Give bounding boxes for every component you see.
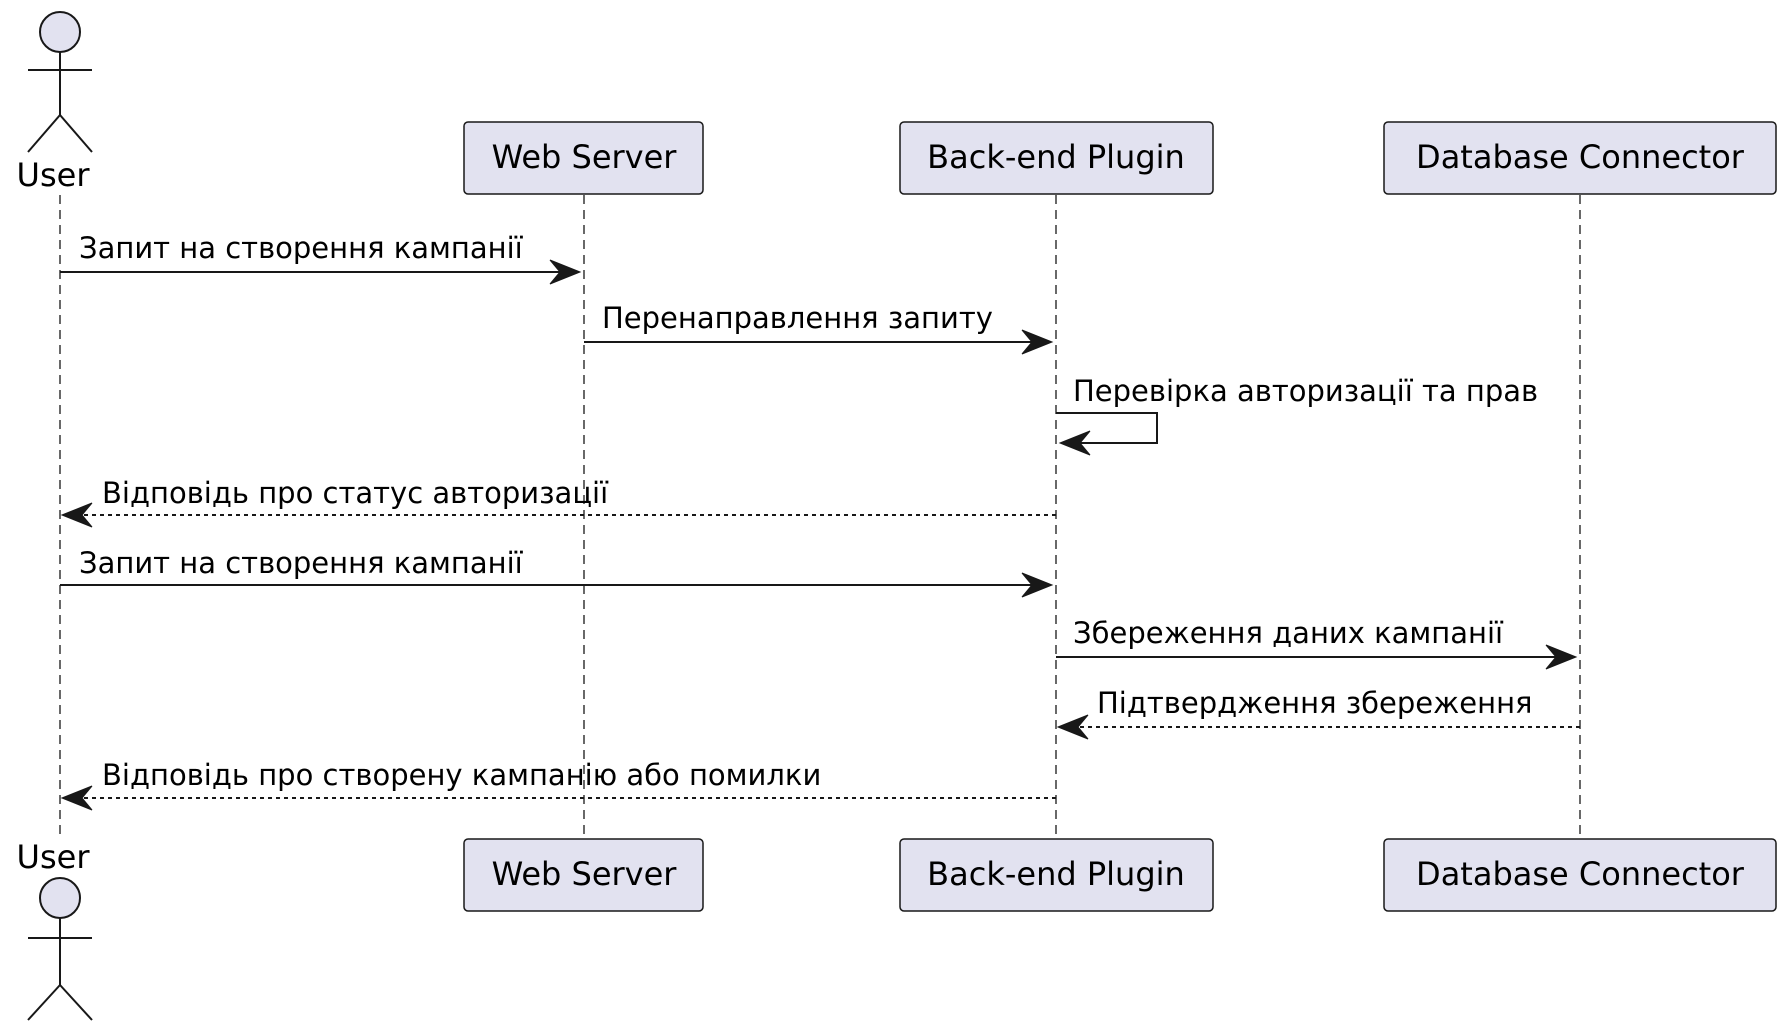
message-4: Відповідь про статус авторизації (60, 476, 1056, 528)
message-7: Підтвердження збереження (1056, 686, 1580, 740)
message-6: Збереження даних кампанії (1056, 616, 1578, 670)
participant-web-server-bottom-label: Web Server (492, 855, 678, 893)
participant-database-connector-bottom: Database Connector (1383, 838, 1777, 912)
participant-backend-plugin-top: Back-end Plugin (899, 121, 1214, 195)
arrow-left-icon (1058, 430, 1091, 456)
actor-user-top: User (17, 11, 93, 194)
participant-web-server-top-label: Web Server (492, 138, 678, 176)
arrow-right-icon (1021, 329, 1054, 355)
participant-database-connector-top-label: Database Connector (1416, 138, 1745, 176)
message-1-label: Запит на створення кампанії (79, 231, 524, 265)
actor-user-top-label: User (17, 156, 91, 194)
message-8-label: Відповідь про створену кампанію або поми… (102, 758, 821, 792)
participant-backend-plugin-bottom: Back-end Plugin (899, 838, 1214, 912)
message-6-label: Збереження даних кампанії (1073, 616, 1504, 650)
participant-database-connector-bottom-label: Database Connector (1416, 855, 1745, 893)
participant-web-server-bottom: Web Server (463, 838, 704, 912)
arrow-left-icon (60, 502, 93, 528)
arrow-right-icon (1545, 644, 1578, 670)
message-7-label: Підтвердження збереження (1097, 686, 1532, 720)
message-8: Відповідь про створену кампанію або поми… (60, 758, 1056, 811)
actor-user-bottom-head-icon (39, 877, 81, 919)
message-5: Запит на створення кампанії (60, 546, 1054, 598)
arrow-left-icon (1056, 714, 1089, 740)
participant-web-server-top: Web Server (463, 121, 704, 195)
arrow-right-icon (549, 259, 582, 285)
message-1: Запит на створення кампанії (60, 231, 582, 285)
message-2: Перенаправлення запиту (584, 301, 1054, 355)
actor-user-bottom: User (17, 838, 93, 1021)
participant-backend-plugin-bottom-label: Back-end Plugin (927, 855, 1185, 893)
message-2-label: Перенаправлення запиту (602, 301, 993, 335)
message-5-label: Запит на створення кампанії (79, 546, 524, 580)
participant-backend-plugin-top-label: Back-end Plugin (927, 138, 1185, 176)
actor-user-top-head-icon (39, 11, 81, 53)
participant-database-connector-top: Database Connector (1383, 121, 1777, 195)
actor-user-bottom-label: User (17, 838, 91, 876)
message-4-label: Відповідь про статус авторизації (102, 476, 609, 510)
arrow-right-icon (1021, 572, 1054, 598)
arrow-left-icon (60, 785, 93, 811)
message-3: Перевірка авторизації та прав (1056, 374, 1538, 456)
message-3-label: Перевірка авторизації та прав (1073, 374, 1538, 408)
